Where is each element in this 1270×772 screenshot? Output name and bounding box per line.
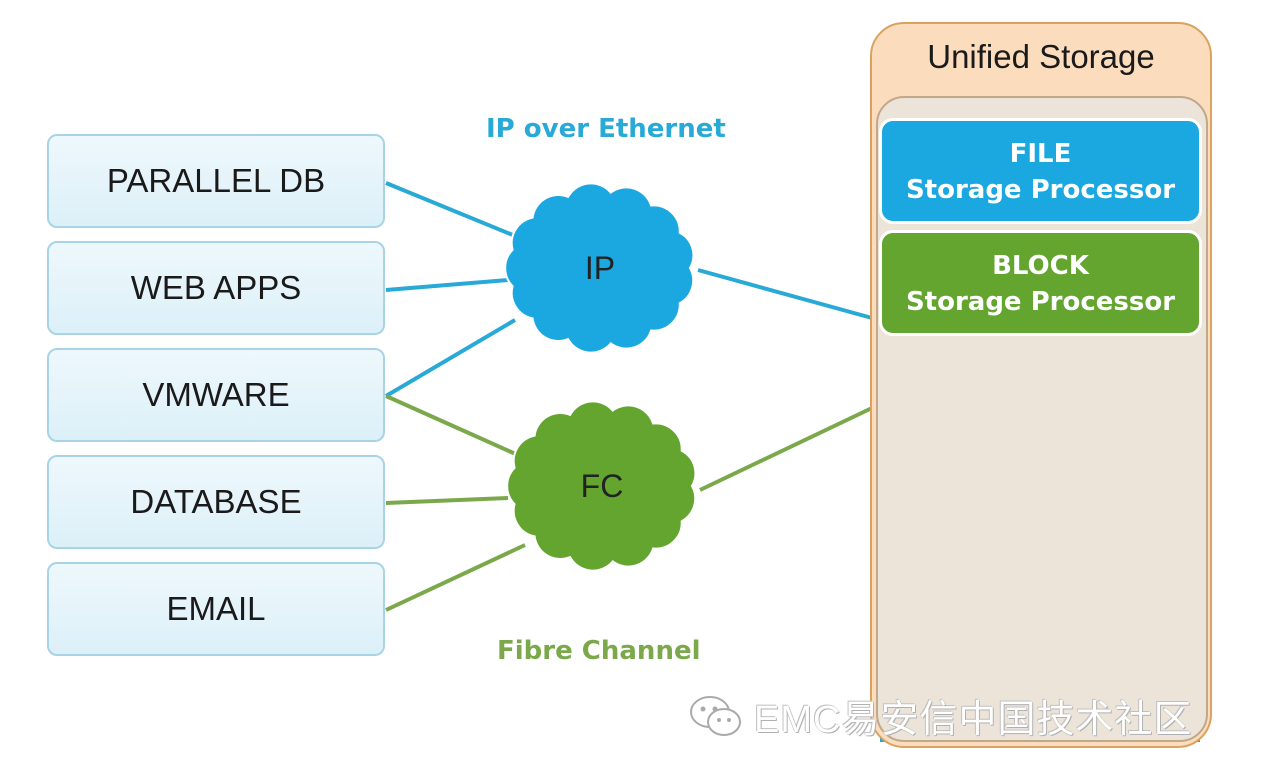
network-clouds: IP FC [504, 182, 697, 572]
fc-cloud-label: FC [581, 468, 624, 504]
block-processor-line2: Storage Processor [905, 287, 1176, 317]
client-label: WEB APPS [130, 269, 302, 306]
ip-link-line [697, 268, 873, 320]
ip-link-line [385, 181, 521, 240]
file-processor-line2: Storage Processor [905, 175, 1176, 205]
storage-title: Unified Storage [927, 38, 1155, 75]
fc-cloud: FC [506, 400, 697, 572]
ip-link-line [384, 318, 517, 398]
block-processor-line1: BLOCK [992, 251, 1089, 281]
file-storage-processor: FILE Storage Processor [879, 118, 1202, 224]
ip-cloud-shape [504, 182, 695, 354]
file-processor-line1: FILE [1009, 139, 1072, 169]
watermark: EMC易安信中国技术社区 [688, 688, 1192, 743]
fc-link-line [385, 543, 526, 612]
ip-cloud-label: IP [585, 250, 615, 286]
client-parallel-db: PARALLEL DB [47, 134, 385, 228]
fc-link-line [699, 406, 873, 492]
wechat-icon [690, 695, 741, 736]
client-label: PARALLEL DB [106, 162, 326, 199]
fc-network-caption: Fibre Channel [497, 636, 701, 666]
fc-link-line [385, 496, 509, 505]
ip-link-line [385, 278, 509, 292]
ip-network-caption: IP over Ethernet [486, 114, 726, 144]
fc-cloud-shape [506, 400, 697, 572]
client-label: EMAIL [166, 590, 266, 627]
fc-link-line [385, 394, 521, 458]
block-storage-processor: BLOCK Storage Processor [879, 230, 1202, 336]
client-label: VMWARE [142, 376, 290, 413]
client-web-apps: WEB APPS [47, 241, 385, 335]
client-database: DATABASE [47, 455, 385, 549]
client-label: DATABASE [130, 483, 302, 520]
ip-cloud: IP [504, 182, 695, 354]
client-email: EMAIL [47, 562, 385, 656]
watermark-text: EMC易安信中国技术社区 [754, 699, 1193, 741]
client-vmware: VMWARE [47, 348, 385, 442]
connection-lines [384, 181, 873, 612]
